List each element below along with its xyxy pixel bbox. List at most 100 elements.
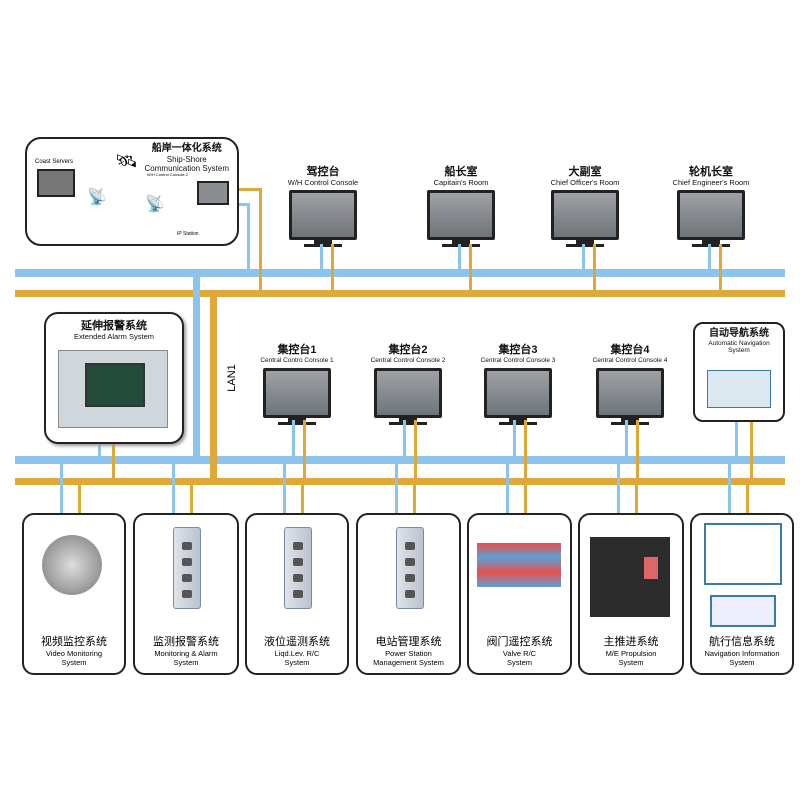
- connector-line: [746, 484, 749, 514]
- connector-line: [635, 484, 638, 514]
- propulsion-panel-icon: [590, 537, 670, 617]
- lan1-label: LAN1: [225, 364, 238, 392]
- connector-line: [719, 244, 722, 292]
- ship-shore-en2: Communication System: [144, 163, 229, 173]
- auto-nav-en1: Automatic Navigation: [708, 339, 770, 347]
- connector-line: [237, 188, 261, 191]
- io-module-icon: [395, 527, 424, 609]
- ip-station-label: IP Station: [177, 231, 199, 237]
- subsystem-en1: Navigation Information: [704, 649, 780, 658]
- subsystem-en2: System: [618, 658, 644, 667]
- console-en: Central Contro Console 1: [260, 356, 334, 364]
- lan1-bus-top: [15, 290, 785, 297]
- console-en: Central Control Console 4: [592, 356, 668, 364]
- connector-line: [320, 244, 323, 270]
- monitor-icon: [374, 368, 442, 425]
- connector-line: [301, 484, 304, 514]
- console-zh: 集控台4: [610, 344, 650, 356]
- monitor-icon: [484, 368, 552, 425]
- connector-line: [458, 244, 461, 270]
- auto-nav-en2: System: [728, 346, 750, 354]
- subsystem-zh: 液位遥测系统: [264, 635, 330, 648]
- connector-line: [403, 420, 406, 458]
- subsystem-en1: M/E Propulsion: [605, 649, 657, 658]
- monitor-icon: [263, 368, 331, 425]
- subsystem-en2: Management System: [373, 658, 444, 667]
- connector-line: [394, 462, 398, 514]
- console-en: W/H Control Console: [287, 177, 359, 187]
- subsystem-en2: System: [729, 658, 755, 667]
- console-en: Central Control Console 2: [370, 356, 446, 364]
- lan2-bus-bottom: [15, 456, 785, 464]
- console-monitor-icon: [197, 181, 229, 205]
- subsystem-en2: System: [506, 658, 532, 667]
- subsystem-en2: System: [284, 658, 310, 667]
- subsystem-zh: 视频监控系统: [41, 635, 107, 648]
- connector-line: [98, 440, 101, 460]
- lan2-bus-top: [15, 269, 785, 277]
- subsystem-zh: 阀门遥控系统: [486, 635, 553, 648]
- subsystem-zh: 主推进系统: [603, 635, 659, 648]
- console-en: Capitain's Room: [433, 177, 489, 187]
- subsystem-zh: 监测报警系统: [153, 635, 219, 648]
- camera-icon: [42, 535, 102, 595]
- subsystem-zh: 电站管理系统: [375, 635, 442, 648]
- extended-alarm-en: Extended Alarm System: [73, 331, 155, 341]
- subsystem-en2: System: [61, 658, 87, 667]
- console-en: Central Control Console 3: [480, 356, 556, 364]
- connector-line: [247, 203, 250, 271]
- coast-servers-label: Coast Servers: [35, 159, 74, 165]
- lan1-bus-bottom: [15, 478, 785, 485]
- navigation-panel-icon: [707, 370, 771, 408]
- keyboard-icon: [710, 595, 776, 627]
- connector-line: [237, 203, 249, 206]
- connector-line: [582, 244, 585, 270]
- subsystem-en1: Video Monitoring: [45, 649, 103, 658]
- connector-line: [172, 462, 175, 514]
- connector-line: [259, 188, 262, 292]
- auto-nav-zh: 自动导航系统: [709, 328, 769, 339]
- connector-line: [617, 462, 620, 514]
- connector-line: [469, 244, 472, 292]
- subsystem-zh: 航行信息系统: [709, 635, 775, 648]
- connector-line: [750, 418, 753, 480]
- antenna-icon: 📡: [87, 189, 107, 206]
- monitor-icon: [289, 190, 357, 247]
- console-en: Chief Officer's Room: [550, 177, 620, 187]
- server-monitor-icon: [37, 169, 75, 197]
- console-zh: 大副室: [568, 166, 602, 178]
- console-zh: 集控台3: [498, 344, 538, 356]
- connector-line: [283, 462, 286, 514]
- connector-line: [331, 244, 334, 292]
- antenna-icon: 📡: [145, 196, 165, 213]
- connector-line: [593, 244, 596, 292]
- connector-line: [190, 484, 193, 514]
- connector-line: [728, 462, 731, 514]
- connector-line: [505, 462, 509, 514]
- connector-line: [78, 484, 81, 514]
- connector-line: [513, 420, 516, 458]
- console-zh: 船长室: [444, 166, 478, 178]
- connector-line: [60, 462, 63, 514]
- io-module-icon: [173, 527, 201, 609]
- console-zh: 集控台1: [277, 344, 317, 356]
- console-zh: 轮机长室: [689, 166, 733, 178]
- monitor-icon: [427, 190, 495, 247]
- subsystem-en1: Liqd.Lev. R/C: [274, 649, 320, 658]
- satellite-icon: 🛰: [115, 151, 138, 171]
- subsystem-en1: Valve R/C: [502, 649, 537, 658]
- connector-line: [735, 418, 738, 458]
- connector-line: [292, 420, 295, 458]
- connector-line: [414, 420, 417, 480]
- extended-alarm-zh: 延伸报警系统: [81, 320, 147, 332]
